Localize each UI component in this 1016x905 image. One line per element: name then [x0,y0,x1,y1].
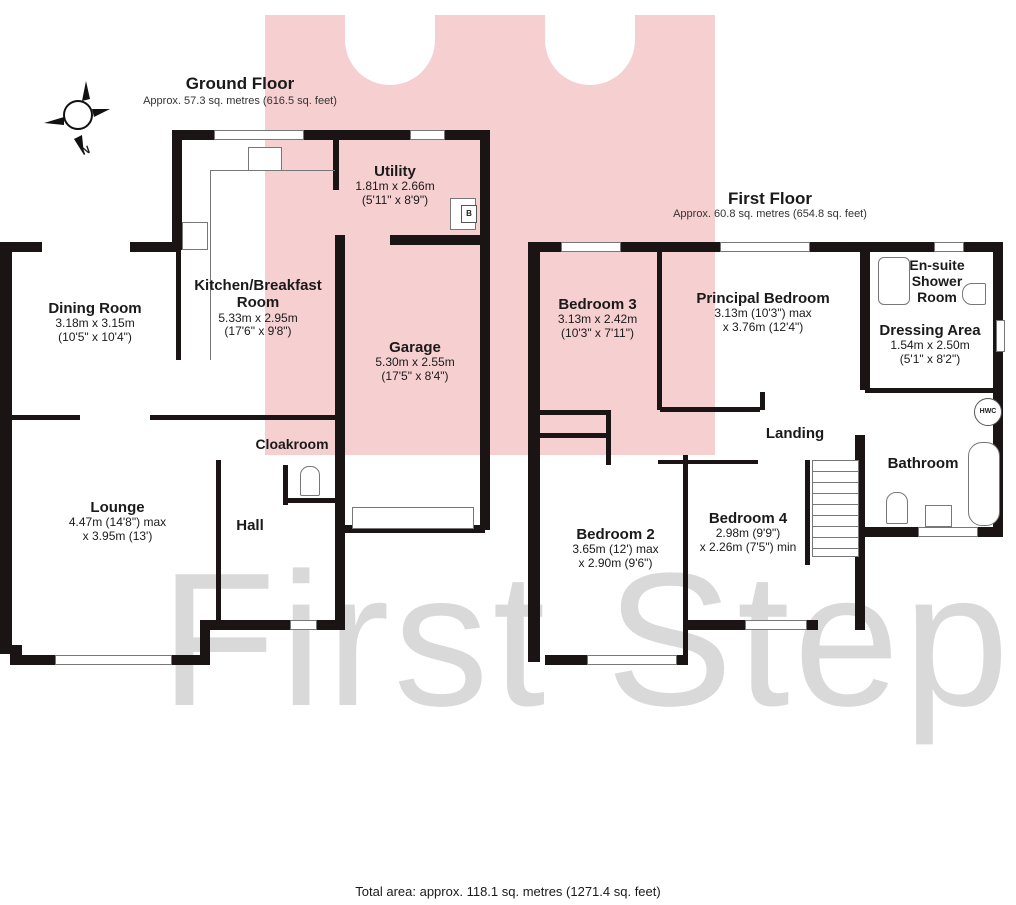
room-principal-bedroom: Principal Bedroom 3.13m (10'3") max x 3.… [696,290,830,335]
hot-water-cylinder: HWC [974,398,1002,426]
wall [333,138,339,190]
garage-door [352,507,474,529]
window [214,130,304,140]
wall [660,407,760,412]
watermark-text: First Step [160,534,1013,746]
window [996,320,1005,352]
room-bathroom: Bathroom [887,455,959,472]
wall [216,460,221,620]
bath [968,442,1000,526]
wall [390,235,485,245]
wall [283,498,338,503]
wall [855,435,865,630]
counter-edge [210,170,211,360]
wall [0,242,42,252]
room-bedroom-4: Bedroom 4 2.98m (9'9") x 2.26m (7'5") mi… [699,510,797,555]
room-bedroom-3: Bedroom 3 3.13m x 2.42m (10'3" x 7'11") [557,296,638,341]
room-cloakroom: Cloakroom [255,436,329,452]
room-utility: Utility 1.81m x 2.66m (5'11" x 8'9") [355,163,435,208]
wall [172,130,490,140]
wall [606,410,611,465]
wall [657,250,662,410]
wall [540,433,608,438]
wall [540,410,608,415]
wall [150,415,335,420]
shower-tray [878,257,910,305]
window [55,655,172,665]
room-lounge: Lounge 4.47m (14'8") max x 3.95m (13') [68,499,167,544]
boiler: B [461,205,477,223]
wall [805,460,810,565]
first-floor-area: Approx. 60.8 sq. metres (654.8 sq. feet) [673,208,867,220]
staircase [812,460,859,557]
room-dressing-area: Dressing Area 1.54m x 2.50m (5'1" x 8'2"… [879,322,981,367]
basin [925,505,952,527]
watermark-logo-cutout [545,15,635,85]
wall [130,242,180,252]
compass-icon [44,81,110,155]
room-landing: Landing [765,425,825,442]
window [918,527,978,537]
room-dining: Dining Room 3.18m x 3.15m (10'5" x 10'4"… [48,300,142,345]
room-kitchen-breakfast: Kitchen/Breakfast Room 5.33m x 2.95m (17… [194,277,322,339]
wall [335,235,345,630]
wall [200,620,210,665]
window [587,655,677,665]
window [745,620,807,630]
kitchen-sink [248,147,282,171]
room-hall: Hall [236,517,264,534]
wall [865,388,1003,393]
wall [658,460,758,464]
wall [12,415,80,420]
wall [172,130,182,250]
window [720,242,810,252]
room-garage: Garage 5.30m x 2.55m (17'5" x 8'4") [375,339,455,384]
window [410,130,445,140]
ground-floor-title: Ground Floor [185,74,295,93]
toilet [300,466,320,496]
counter-edge [210,170,335,171]
ground-floor-area: Approx. 57.3 sq. metres (616.5 sq. feet) [143,95,337,107]
hob [182,222,208,250]
window [290,620,317,630]
first-floor-title: First Floor [727,189,813,208]
window [561,242,621,252]
wall [200,620,345,630]
wall [0,242,12,654]
total-area: Total area: approx. 118.1 sq. metres (12… [355,884,661,899]
window [934,242,964,252]
room-bedroom-2: Bedroom 2 3.65m (12') max x 2.90m (9'6") [572,526,659,571]
wall [683,455,688,665]
wall [860,250,870,390]
wall [176,250,181,360]
wall [345,525,485,533]
wall [480,130,490,530]
wall [528,242,540,662]
wall [760,392,765,410]
watermark-logo-cutout [345,15,435,85]
wall [283,465,288,505]
room-en-suite: En-suite Shower Room [909,257,965,306]
toilet [886,492,908,524]
toilet [962,283,986,305]
